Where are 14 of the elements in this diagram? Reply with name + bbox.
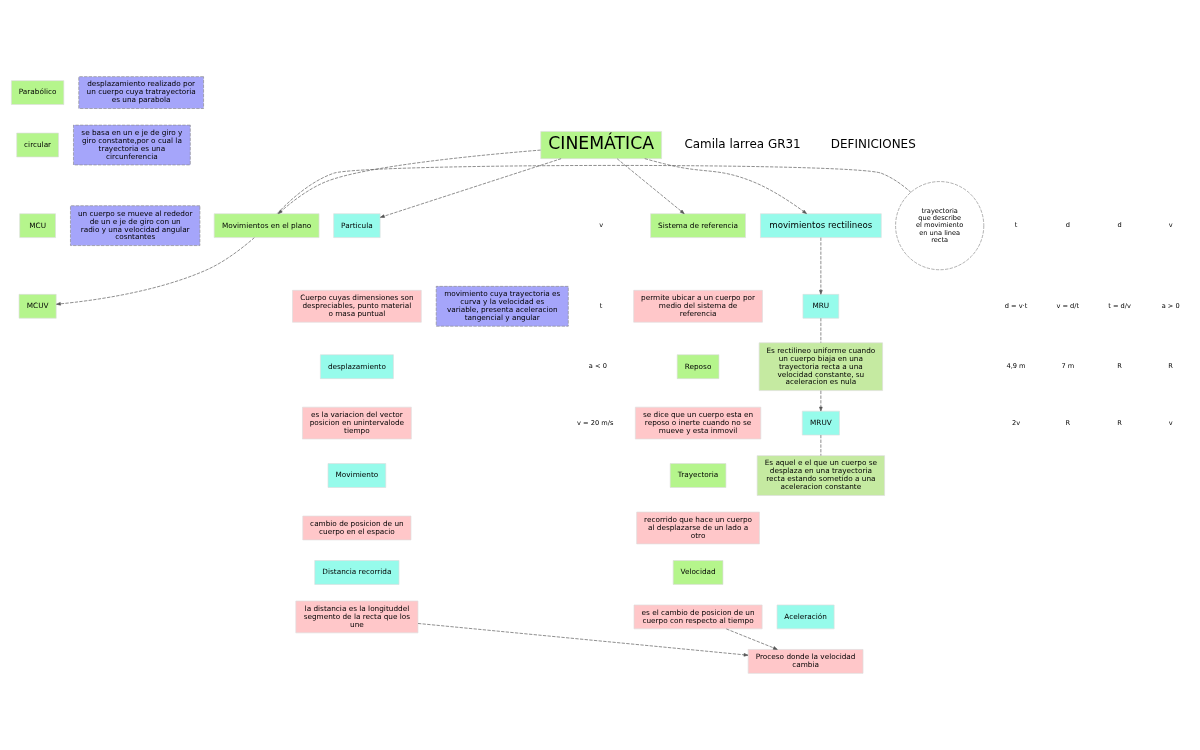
arrow [819, 390, 823, 412]
arrow [278, 149, 541, 214]
label: DEFINICIONES [830, 136, 916, 151]
arrow [726, 628, 778, 650]
label: Camila larrea GR31 [684, 136, 801, 151]
arrow [380, 158, 562, 218]
node-box: CINEMÁTICA [540, 131, 662, 159]
arrow [417, 623, 749, 657]
node-box: movimientos rectilineos [760, 213, 882, 238]
arrow [819, 237, 823, 295]
connector [276, 165, 912, 214]
arrow [644, 158, 807, 214]
arrow [56, 237, 255, 306]
arrow [616, 158, 685, 214]
